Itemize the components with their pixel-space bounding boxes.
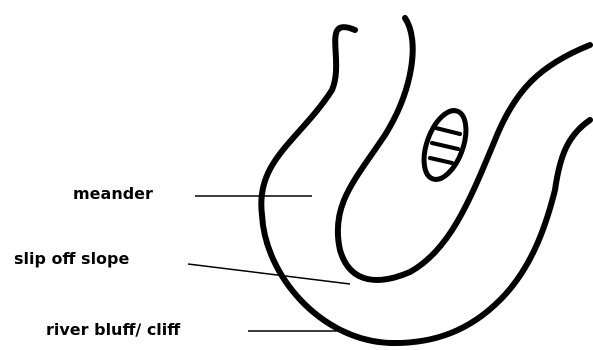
meander-label: meander [73, 186, 153, 202]
slip-off-slope-label: slip off slope [14, 251, 129, 267]
island-hatch [430, 128, 460, 163]
river-bluff-label: river bluff/ cliff [46, 322, 180, 338]
slip-off-slope-pointer [188, 264, 350, 284]
